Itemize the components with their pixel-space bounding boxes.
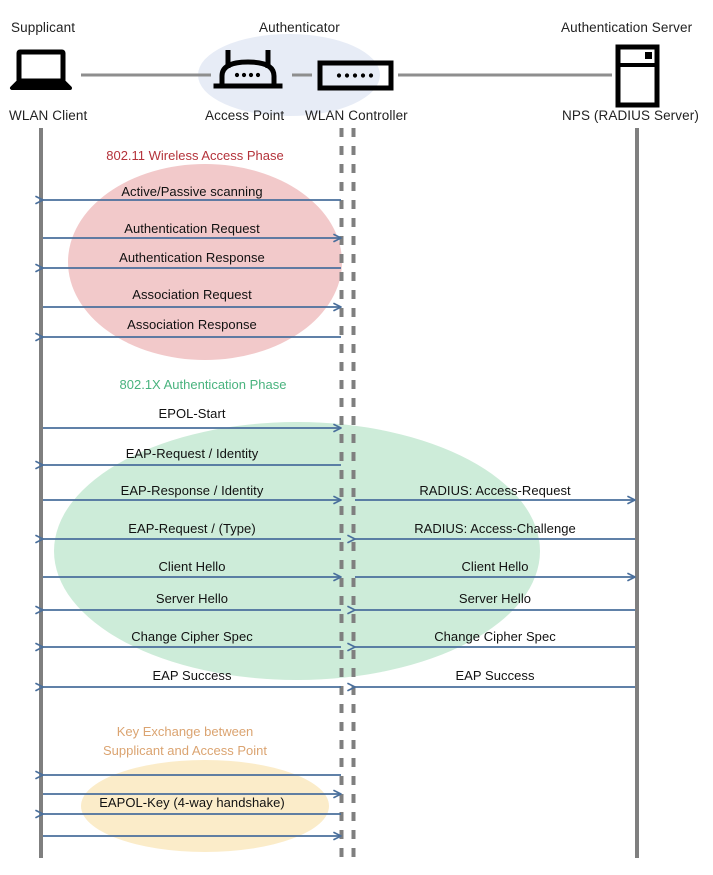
phase-802-11-ellipse [68,164,342,360]
msg-label-radius-access-request: RADIUS: Access-Request [419,483,571,498]
phase-key-exchange-ellipse [81,760,329,852]
actor-name-nps-radius-server: NPS (RADIUS Server) [562,108,699,123]
actor-role-authentication-server: Authentication Server [561,20,693,35]
phase-title-802-11: 802.11 Wireless Access Phase [106,148,284,163]
phase-802-1x-ellipse [54,422,540,680]
actor-name-wlan-controller: WLAN Controller [305,108,408,123]
msg-label-change-cipher-spec-right: Change Cipher Spec [434,629,556,644]
laptop-icon [10,49,72,90]
actor-name-access-point: Access Point [205,108,285,123]
phase-802-11-arrows [35,195,342,342]
msg-label-association-response: Association Response [127,317,257,332]
access-point-icon [213,50,283,89]
actor-role-authenticator: Authenticator [259,20,340,35]
phase-key-exchange-arrows [35,770,342,841]
msg-label-authentication-response: Authentication Response [119,250,265,265]
msg-label-eap-request-identity: EAP-Request / Identity [125,446,259,461]
msg-label-change-cipher-spec-left: Change Cipher Spec [131,629,253,644]
authenticator-group-ellipse [198,34,380,116]
phase-title-key-exchange-line2: Supplicant and Access Point [102,743,268,758]
msg-label-eapol-key-handshake: EAPOL-Key (4-way handshake) [99,795,285,810]
phase-title-802-1x: 802.1X Authentication Phase [119,377,287,392]
wlan-controller-icon [317,60,394,91]
msg-label-eap-request-type: EAP-Request / (Type) [128,521,256,536]
msg-label-eap-response-identity: EAP-Response / Identity [120,483,264,498]
msg-label-epol-start: EPOL-Start [158,406,226,421]
msg-label-authentication-request: Authentication Request [124,221,260,236]
msg-label-eap-success-left: EAP Success [152,668,232,683]
actor-name-wlan-client: WLAN Client [9,108,88,123]
msg-label-server-hello-left: Server Hello [155,591,229,606]
msg-label-radius-access-challenge: RADIUS: Access-Challenge [414,521,576,536]
msg-label-server-hello-right: Server Hello [458,591,532,606]
phase-802-1x-left-arrows [35,423,342,692]
msg-label-active-passive-scanning: Active/Passive scanning [121,184,263,199]
msg-label-client-hello-left: Client Hello [158,559,226,574]
msg-label-association-request: Association Request [132,287,252,302]
msg-label-client-hello-right: Client Hello [461,559,529,574]
phase-802-1x-radius-arrows [347,495,636,692]
server-icon [615,44,660,108]
phase-title-key-exchange-line1: Key Exchange between [116,724,254,739]
actor-role-supplicant: Supplicant [11,20,76,35]
msg-label-eap-success-right: EAP Success [455,668,535,683]
